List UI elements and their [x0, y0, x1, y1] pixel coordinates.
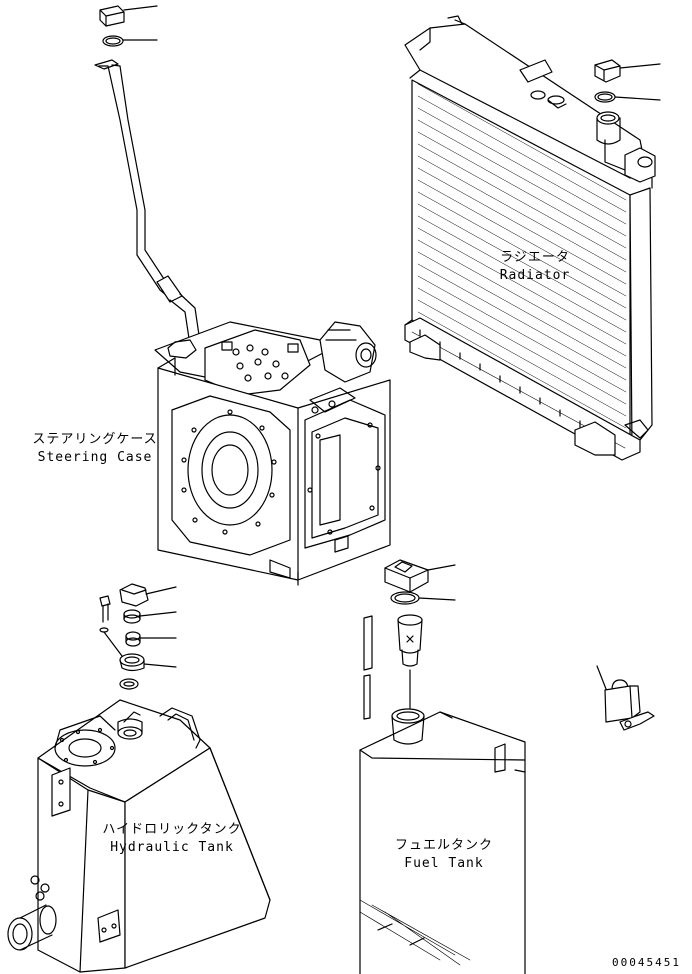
hydraulic-strainer [120, 654, 176, 671]
drawing-code: 00045451 [612, 956, 681, 969]
steering-case-label-ja: ステアリングケース [32, 432, 158, 447]
fuel-tank [360, 709, 525, 974]
hydraulic-washer [124, 610, 176, 623]
steering-filler-cap [100, 6, 157, 26]
fuel-strainer [398, 615, 422, 708]
fuel-cap-oring [391, 592, 455, 604]
fuel-tank-label-en: Fuel Tank [404, 856, 484, 871]
radiator-label-ja: ラジエータ [500, 250, 570, 265]
hydraulic-breather-cap [120, 584, 176, 606]
hydraulic-gasket [120, 679, 138, 689]
radiator [405, 16, 655, 460]
hydraulic-spacer [126, 632, 176, 646]
fuel-cap [385, 560, 455, 592]
steering-case [155, 322, 390, 585]
hydraulic-tank [8, 700, 270, 972]
radiator-oring [595, 92, 660, 102]
radiator-cap [595, 60, 660, 82]
padlock-and-key [597, 666, 654, 730]
steering-case-label-en: Steering Case [37, 450, 153, 465]
steering-filler-oring [103, 36, 157, 46]
hydraulic-tank-label-en: Hydraulic Tank [110, 840, 234, 855]
fuel-gauge-stick [364, 616, 372, 719]
hydraulic-tank-label-ja: ハイドロリックタンク [102, 822, 242, 837]
fuel-tank-label-ja: フュエルタンク [394, 838, 493, 853]
steering-filler-pipe [95, 60, 202, 348]
radiator-label-en: Radiator [499, 268, 571, 283]
hydraulic-bolt [100, 596, 125, 660]
